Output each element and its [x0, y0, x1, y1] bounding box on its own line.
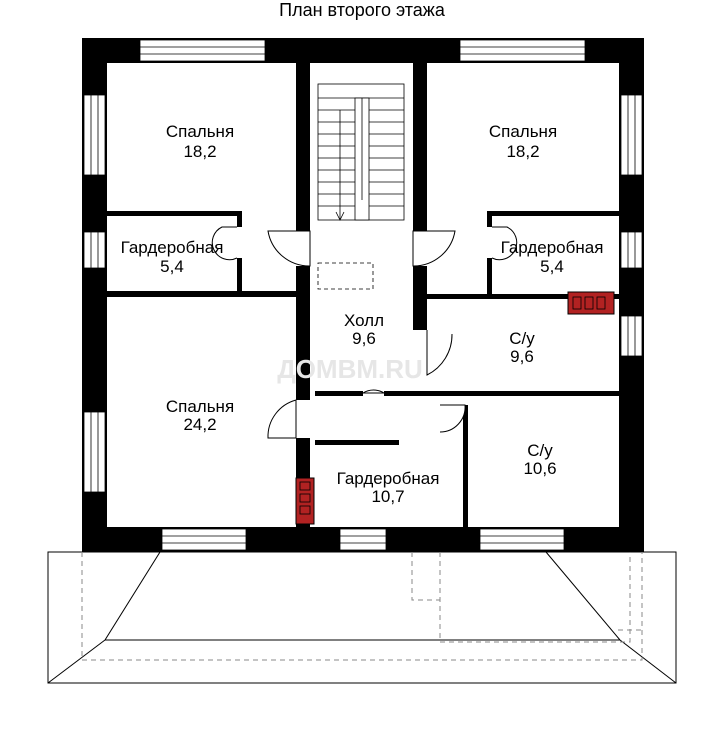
hall-dashed-mark — [317, 262, 374, 290]
roof-outline — [47, 551, 677, 684]
room-area: 9,6 — [352, 329, 376, 348]
room-area: 24,2 — [183, 415, 216, 434]
room-name: Гардеробная — [337, 469, 440, 488]
staircase — [317, 83, 405, 221]
windows — [83, 39, 643, 551]
room-area: 10,7 — [371, 487, 404, 506]
room-name: С/у — [509, 329, 535, 348]
room-area: 18,2 — [506, 142, 539, 161]
balcony-dashed-outline — [81, 552, 643, 661]
room-labels: Спальня 18,2 Спальня 18,2 Гардеробная 5,… — [121, 122, 604, 506]
room-name: Гардеробная — [121, 238, 224, 257]
room-area: 5,4 — [160, 257, 184, 276]
chimney-vertical — [295, 477, 315, 525]
room-name: Гардеробная — [501, 238, 604, 257]
room-area: 5,4 — [540, 257, 564, 276]
interior-walls — [107, 63, 619, 527]
room-area: 9,6 — [510, 347, 534, 366]
room-area: 18,2 — [183, 142, 216, 161]
doors — [211, 226, 518, 439]
room-name: Холл — [344, 311, 384, 330]
plan-title: План второго этажа — [279, 0, 446, 20]
room-area: 10,6 — [523, 459, 556, 478]
room-name: Спальня — [166, 122, 234, 141]
chimney-horizontal — [567, 291, 615, 315]
watermark: ДОМВМ.RU — [277, 354, 423, 384]
room-name: С/у — [527, 441, 553, 460]
room-name: Спальня — [489, 122, 557, 141]
room-name: Спальня — [166, 397, 234, 416]
